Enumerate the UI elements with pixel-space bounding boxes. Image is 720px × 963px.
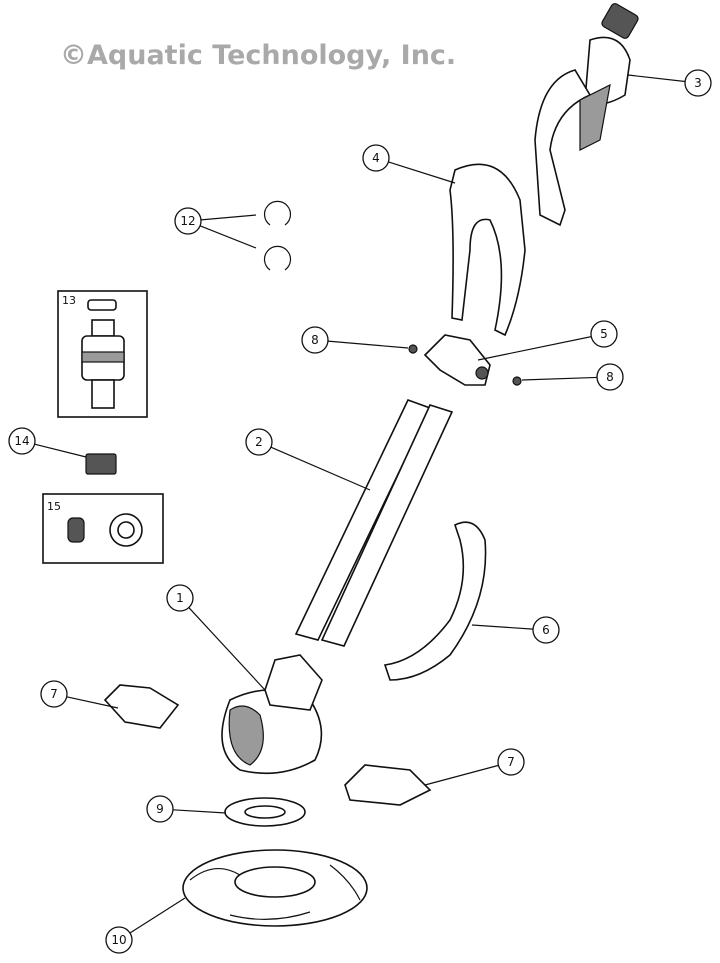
callout-circle xyxy=(166,584,194,612)
tube-part xyxy=(294,399,432,641)
callout-body: 1 xyxy=(166,584,266,691)
leader-line xyxy=(66,696,119,709)
callout-circle xyxy=(590,320,618,348)
callout-number: 14 xyxy=(14,434,29,448)
leader-line xyxy=(129,897,186,934)
leader-line xyxy=(477,336,592,361)
leader-line xyxy=(327,340,409,349)
leader-line xyxy=(627,74,686,83)
callout-hose-swivel: 3 xyxy=(627,69,712,97)
box-label-seal-kit: 15 xyxy=(47,500,61,513)
disc-part xyxy=(182,849,368,927)
callout-circle xyxy=(301,326,329,354)
callout-number: 3 xyxy=(694,76,702,90)
callout-circle xyxy=(362,144,390,172)
leader-line xyxy=(270,446,371,491)
callout-screw-right: 8 xyxy=(521,363,624,391)
callout-number: 12 xyxy=(180,214,195,228)
callout-clips: 12 xyxy=(174,207,257,249)
screw-part xyxy=(512,376,522,386)
clip-part xyxy=(263,245,292,271)
callout-circle xyxy=(245,428,273,456)
callout-circle xyxy=(105,926,133,954)
callout-circle xyxy=(8,427,36,455)
callout-tubes: 2 xyxy=(245,428,371,491)
callout-ring: 9 xyxy=(146,795,227,823)
callout-screw-left: 8 xyxy=(301,326,409,354)
callout-number: 7 xyxy=(507,755,515,769)
leader-line xyxy=(388,161,456,184)
callout-circle xyxy=(146,795,174,823)
leader-line xyxy=(471,624,534,630)
seal-part xyxy=(67,517,85,543)
leader-line xyxy=(200,214,257,221)
callout-number: 6 xyxy=(542,623,550,637)
seal-kit-box xyxy=(42,493,164,564)
cap-part xyxy=(85,453,117,475)
callout-number: 1 xyxy=(176,591,184,605)
callout-disc: 10 xyxy=(105,897,186,954)
strap-part xyxy=(383,521,487,681)
leader-line xyxy=(199,225,257,249)
leader-line xyxy=(521,376,598,381)
flap-part xyxy=(103,684,180,729)
callout-circle xyxy=(532,616,560,644)
body-part xyxy=(221,654,323,775)
hose-swivel-part xyxy=(534,3,639,227)
flap-part xyxy=(344,764,432,806)
callout-circle xyxy=(684,69,712,97)
valve-part xyxy=(81,299,125,409)
leader-line xyxy=(172,809,227,814)
callout-flap-right: 7 xyxy=(424,748,525,786)
handle-part xyxy=(449,163,526,337)
callout-number: 8 xyxy=(606,370,614,384)
callout-number: 2 xyxy=(255,435,263,449)
callout-cap: 14 xyxy=(8,427,87,458)
callout-number: 10 xyxy=(111,933,126,947)
copyright-watermark: ©Aquatic Technology, Inc. xyxy=(60,40,457,71)
callout-number: 7 xyxy=(50,687,58,701)
callout-flap-left: 7 xyxy=(40,680,119,709)
callout-number: 9 xyxy=(156,802,164,816)
callout-circle xyxy=(174,207,202,235)
callout-number: 5 xyxy=(600,327,608,341)
leader-line xyxy=(34,443,87,458)
leader-line xyxy=(424,764,499,786)
callout-number: 8 xyxy=(311,333,319,347)
screw-part xyxy=(408,344,418,354)
box-label-valve-kit: 13 xyxy=(62,294,76,307)
callout-strap: 6 xyxy=(471,616,560,644)
callout-connector: 5 xyxy=(477,320,618,361)
callout-circle xyxy=(40,680,68,708)
callout-circle xyxy=(596,363,624,391)
tube-part xyxy=(320,404,454,647)
clip-part xyxy=(263,200,292,226)
leader-line xyxy=(188,607,266,691)
callout-handle: 4 xyxy=(362,144,456,184)
callout-number: 4 xyxy=(372,151,380,165)
callout-circle xyxy=(497,748,525,776)
